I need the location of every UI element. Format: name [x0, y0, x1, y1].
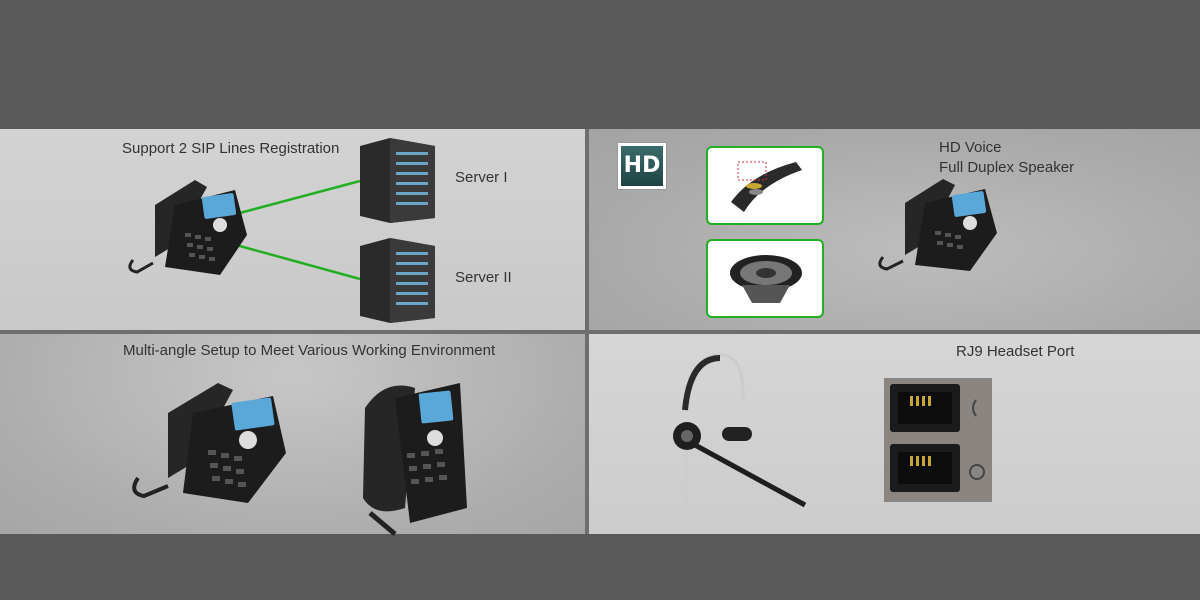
server1-label: Server I — [455, 169, 508, 186]
desk-phone-icon — [878, 179, 997, 271]
desk-phone-icon — [363, 383, 467, 536]
hd-badge-icon: HD — [617, 142, 667, 190]
headset-icon — [673, 353, 807, 511]
desk-phone-icon — [128, 180, 247, 275]
hd-title-2: Full Duplex Speaker — [939, 159, 1075, 176]
sip-lines-panel — [0, 129, 585, 330]
handset-icon — [731, 161, 802, 212]
setup-title: Multi-angle Setup to Meet Various Workin… — [123, 342, 496, 359]
hd-badge-text: HD — [621, 146, 663, 186]
headset-title: RJ9 Headset Port — [956, 343, 1075, 360]
hd-voice-panel — [589, 129, 1200, 330]
sip-title: Support 2 SIP Lines Registration — [122, 140, 340, 157]
speaker-icon — [730, 255, 802, 303]
server-rack-icon — [360, 238, 435, 323]
server2-label: Server II — [455, 269, 512, 286]
bottom-band — [0, 534, 1200, 600]
rj9-port-icon — [884, 378, 992, 502]
hd-title-1: HD Voice — [939, 139, 1002, 156]
top-band — [0, 0, 1200, 129]
horizontal-divider — [0, 330, 1200, 334]
server-rack-icon — [360, 138, 435, 223]
speaker-box — [706, 239, 824, 318]
handset-box — [706, 146, 824, 225]
desk-phone-icon — [132, 383, 286, 503]
multi-angle-panel — [0, 334, 585, 534]
